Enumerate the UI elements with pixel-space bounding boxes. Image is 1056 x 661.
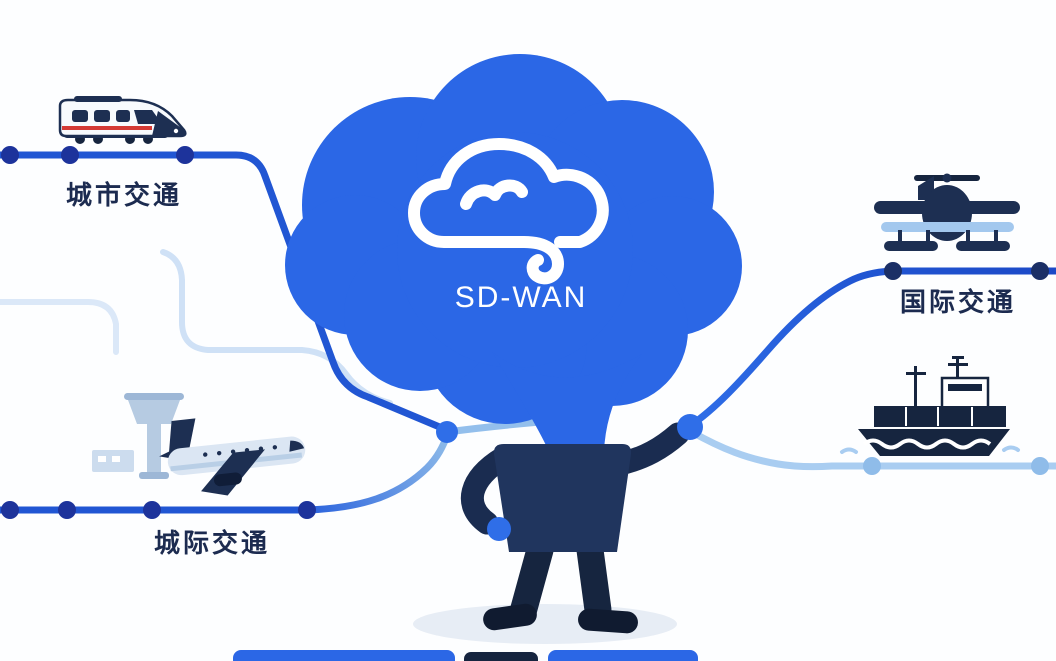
- sea-route-dots: [863, 457, 1049, 475]
- cargo-ship-icon: [840, 356, 1020, 456]
- route-dots: [1, 146, 1049, 519]
- city-route-dots: [1, 146, 194, 164]
- bottom-cropped-cards: [233, 650, 698, 661]
- intercity-label: 城际交通: [154, 528, 270, 558]
- hip-node: [487, 517, 511, 541]
- high-speed-train-icon: [58, 96, 187, 144]
- left-node: [436, 421, 458, 443]
- person-figure: [460, 422, 690, 634]
- jet-airplane-icon: [159, 418, 306, 496]
- decorative-routes: [0, 249, 393, 406]
- cloud-brain-icon: [285, 54, 742, 452]
- international-route-dots: [884, 262, 1049, 280]
- intercity-route-dots: [1, 501, 316, 519]
- left-shoe: [483, 603, 537, 631]
- network-nodes: [436, 414, 703, 541]
- sdwan-label: SD-WAN: [455, 281, 588, 314]
- torso: [493, 444, 632, 552]
- airport-icon: [92, 393, 306, 496]
- right-shoe: [578, 608, 638, 634]
- cloud-icon: [408, 138, 609, 285]
- intercity-route-curve: [303, 432, 451, 514]
- left-arm: [460, 446, 515, 535]
- international-route-line: [686, 267, 1056, 430]
- hand-node: [677, 414, 703, 440]
- city-label: 城市交通: [66, 180, 182, 210]
- right-leg: [576, 536, 612, 624]
- sea-route-line: [688, 428, 1056, 471]
- international-label: 国际交通: [900, 287, 1016, 317]
- seaplane-icon: [874, 173, 1020, 251]
- left-leg: [509, 536, 554, 626]
